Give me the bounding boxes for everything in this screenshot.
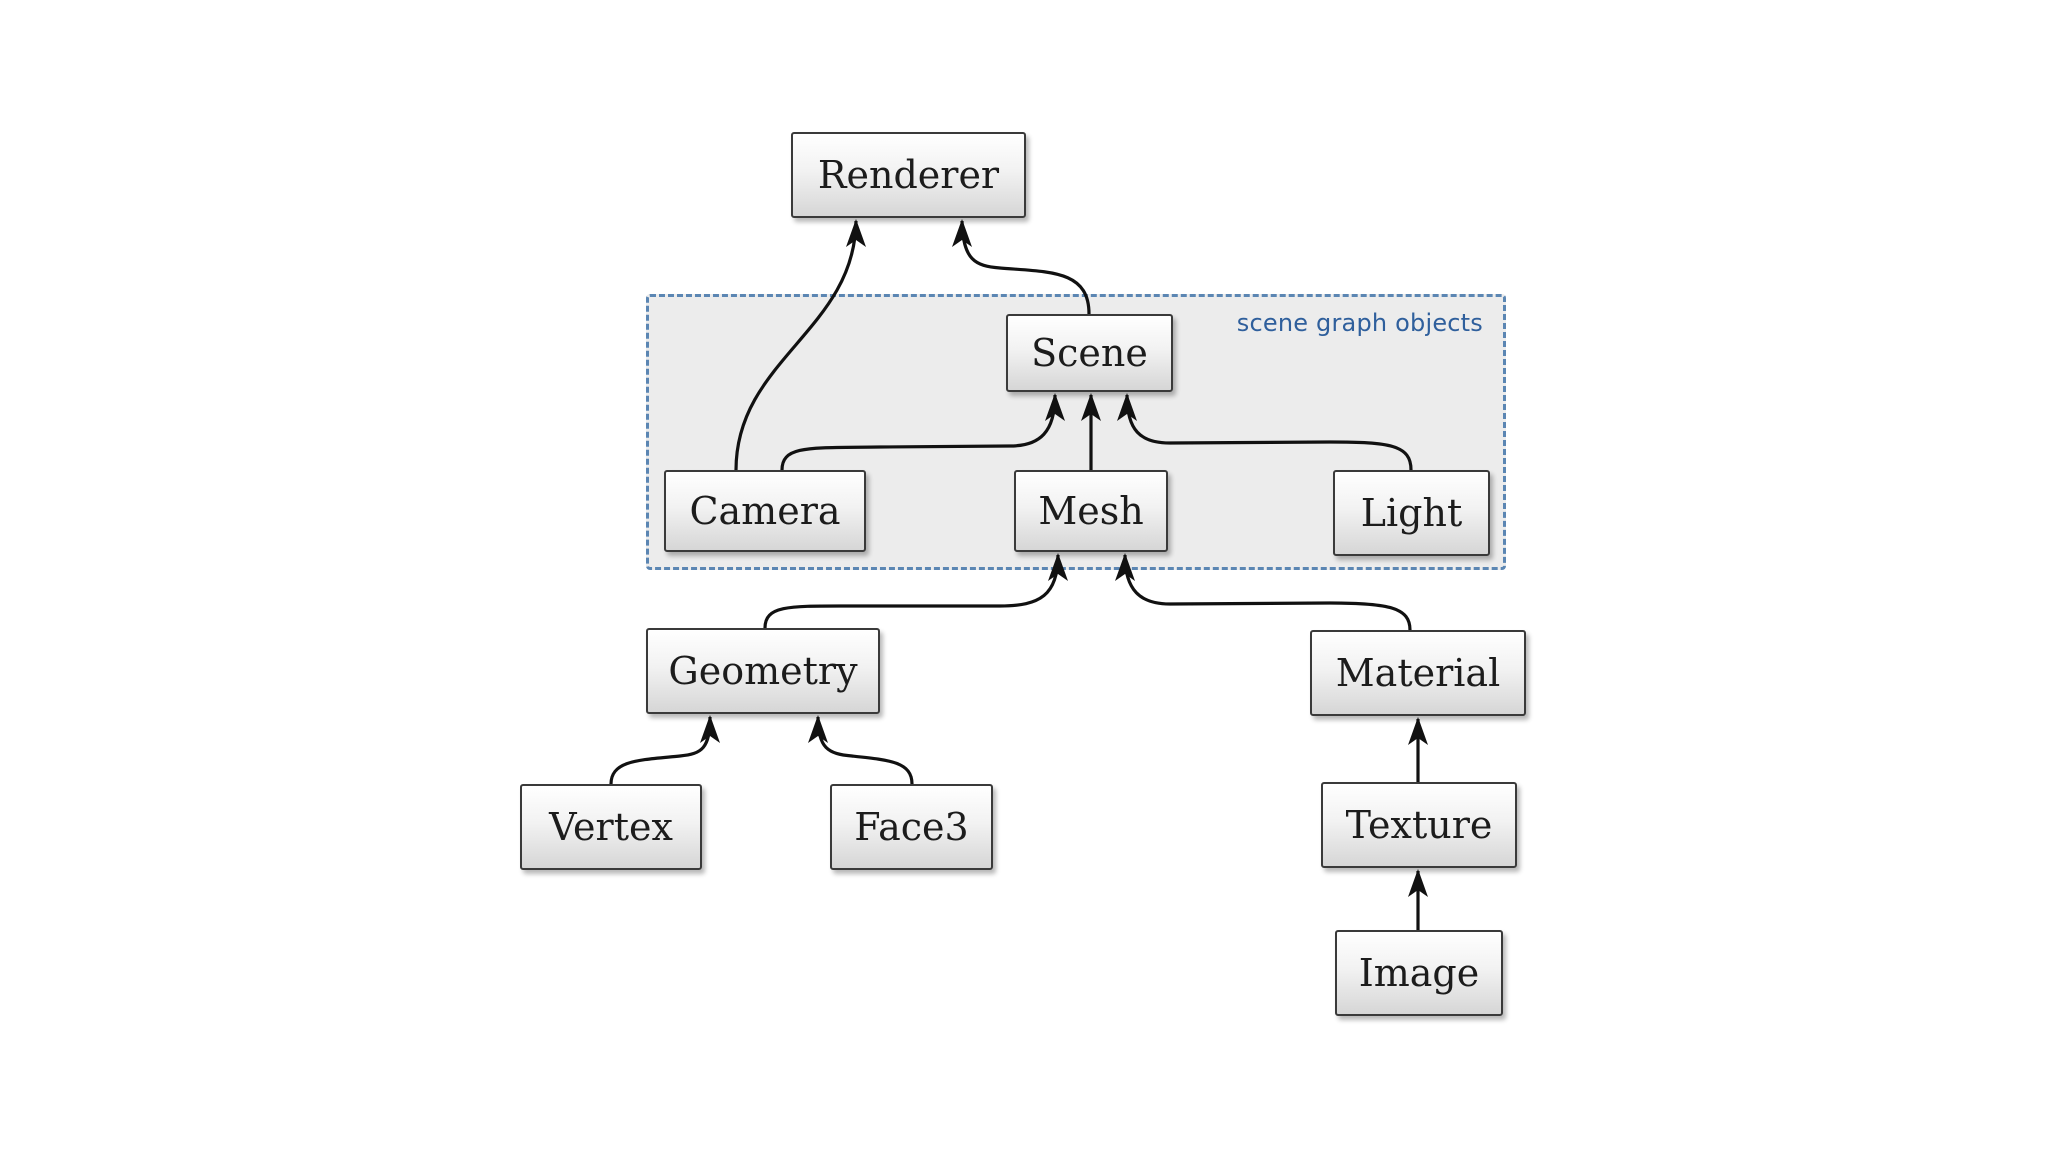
node-geometry: Geometry: [646, 628, 880, 714]
edge-light-scene: [1125, 394, 1413, 471]
arrowhead-image-texture: [1408, 869, 1428, 897]
node-material: Material: [1310, 630, 1526, 716]
node-mesh: Mesh: [1014, 470, 1168, 552]
node-texture: Texture: [1321, 782, 1517, 868]
node-light: Light: [1333, 470, 1490, 556]
edge-camera-renderer: [734, 220, 858, 471]
node-camera: Camera: [664, 470, 866, 552]
node-vertex: Vertex: [520, 784, 702, 870]
arrowhead-scene-renderer: [952, 219, 972, 247]
arrowhead-material-mesh: [1115, 553, 1135, 581]
arrowhead-light-scene: [1117, 393, 1137, 421]
arrowhead-face3-geometry: [808, 715, 828, 743]
group-label: scene graph objects: [1236, 309, 1483, 337]
node-renderer: Renderer: [791, 132, 1026, 218]
node-face3: Face3: [830, 784, 993, 870]
edge-vertex-geometry: [609, 716, 712, 785]
arrowhead-camera-renderer: [846, 219, 866, 247]
edge-camera-scene: [780, 394, 1057, 471]
node-image: Image: [1335, 930, 1503, 1016]
edge-face3-geometry: [816, 716, 914, 785]
edge-scene-renderer: [960, 220, 1091, 315]
arrowhead-texture-material: [1408, 717, 1428, 745]
node-scene: Scene: [1006, 314, 1173, 392]
arrowhead-vertex-geometry: [700, 715, 720, 743]
arrowhead-geometry-mesh: [1048, 553, 1068, 581]
edge-material-mesh: [1123, 554, 1412, 631]
edge-geometry-mesh: [763, 554, 1060, 629]
arrowhead-mesh-scene: [1081, 393, 1101, 421]
arrowhead-camera-scene: [1045, 393, 1065, 421]
